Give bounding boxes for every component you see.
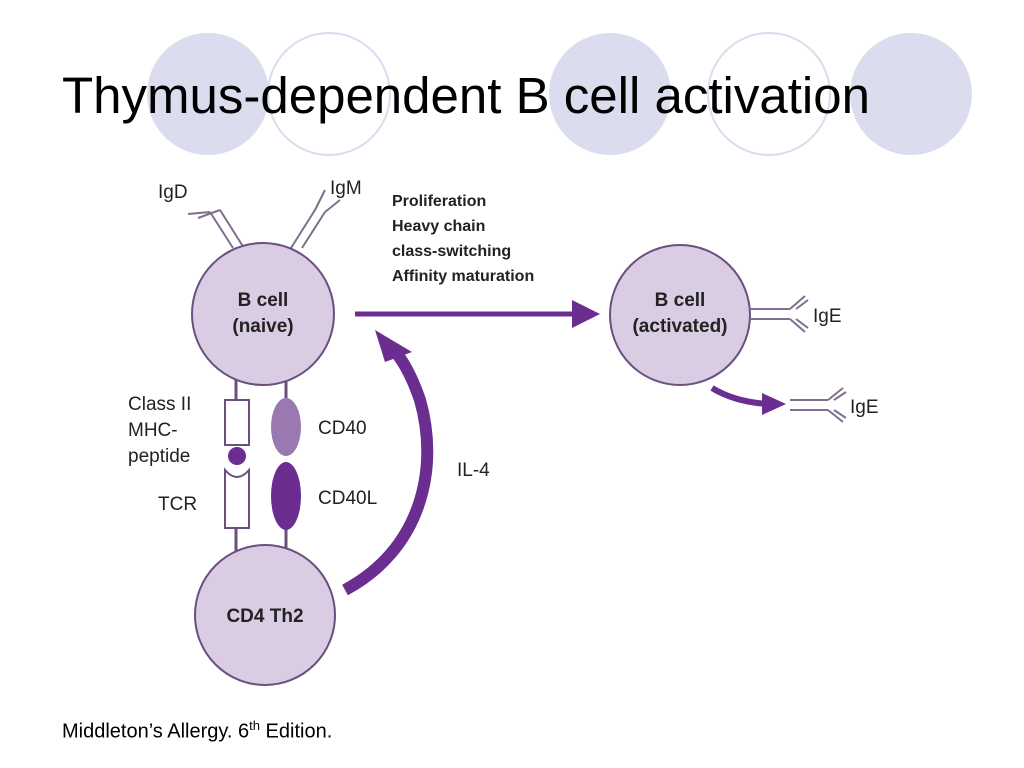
activation-arrowhead <box>572 300 600 328</box>
citation-text: Middleton’s Allergy. 6 <box>62 720 250 743</box>
mhc-label-1: Class II <box>128 394 191 415</box>
secreted-ige-antibody-icon <box>790 387 847 423</box>
cd4-th2-label: CD4 Th2 <box>226 606 303 627</box>
citation-superscript: th <box>249 718 260 733</box>
deco-circle-4 <box>707 32 831 156</box>
b-cell-activation-diagram: IgD IgM Proliferation Heavy chain class-… <box>128 178 879 686</box>
il4-arrow <box>342 343 434 596</box>
secreted-ige-label: IgE <box>850 397 879 418</box>
cd40-shape <box>271 398 301 456</box>
outcome-heavy-chain: Heavy chain <box>392 218 485 235</box>
igd-label: IgD <box>158 182 188 203</box>
cd40l-shape <box>271 462 301 530</box>
tcr-shape <box>224 467 250 529</box>
naive-b-cell <box>191 242 335 386</box>
igm-antibody-icon <box>290 189 341 249</box>
igd-antibody-icon <box>187 209 245 249</box>
deco-circle-3 <box>549 33 671 155</box>
surface-ige-label: IgE <box>813 306 842 327</box>
peptide-shape <box>228 447 246 465</box>
deco-circle-2 <box>267 32 391 156</box>
deco-circle-1 <box>147 33 269 155</box>
cd40-label: CD40 <box>318 418 367 439</box>
il4-arrowhead <box>375 330 412 362</box>
naive-b-cell-label-2: (naive) <box>232 316 293 337</box>
tcr-label: TCR <box>158 494 197 515</box>
secretion-arrow <box>710 385 769 407</box>
activated-b-cell-label-1: B cell <box>655 290 706 311</box>
activated-b-cell <box>609 244 751 386</box>
outcome-proliferation: Proliferation <box>392 193 486 210</box>
citation: Middleton’s Allergy. 6th Edition. <box>62 718 332 744</box>
surface-ige-antibody-icon <box>750 295 809 333</box>
decorative-circles <box>147 32 972 156</box>
mhc-label-3: peptide <box>128 446 190 467</box>
deco-circle-5 <box>850 33 972 155</box>
cd40l-label: CD40L <box>318 488 377 509</box>
mhc-label-2: MHC- <box>128 420 178 441</box>
secretion-arrowhead <box>762 393 786 415</box>
cd4-th2-cell <box>194 544 336 686</box>
naive-b-cell-label-1: B cell <box>238 290 289 311</box>
il4-label: IL-4 <box>457 460 490 481</box>
mhc-class-ii-shape <box>224 399 250 446</box>
outcome-class-switching: class-switching <box>392 243 511 260</box>
outcome-affinity-maturation: Affinity maturation <box>392 268 534 285</box>
citation-edition: Edition. <box>259 720 333 743</box>
igm-label: IgM <box>330 178 362 199</box>
activated-b-cell-label-2: (activated) <box>632 316 727 337</box>
slide-title: Thymus-dependent B cell activation <box>62 67 870 124</box>
